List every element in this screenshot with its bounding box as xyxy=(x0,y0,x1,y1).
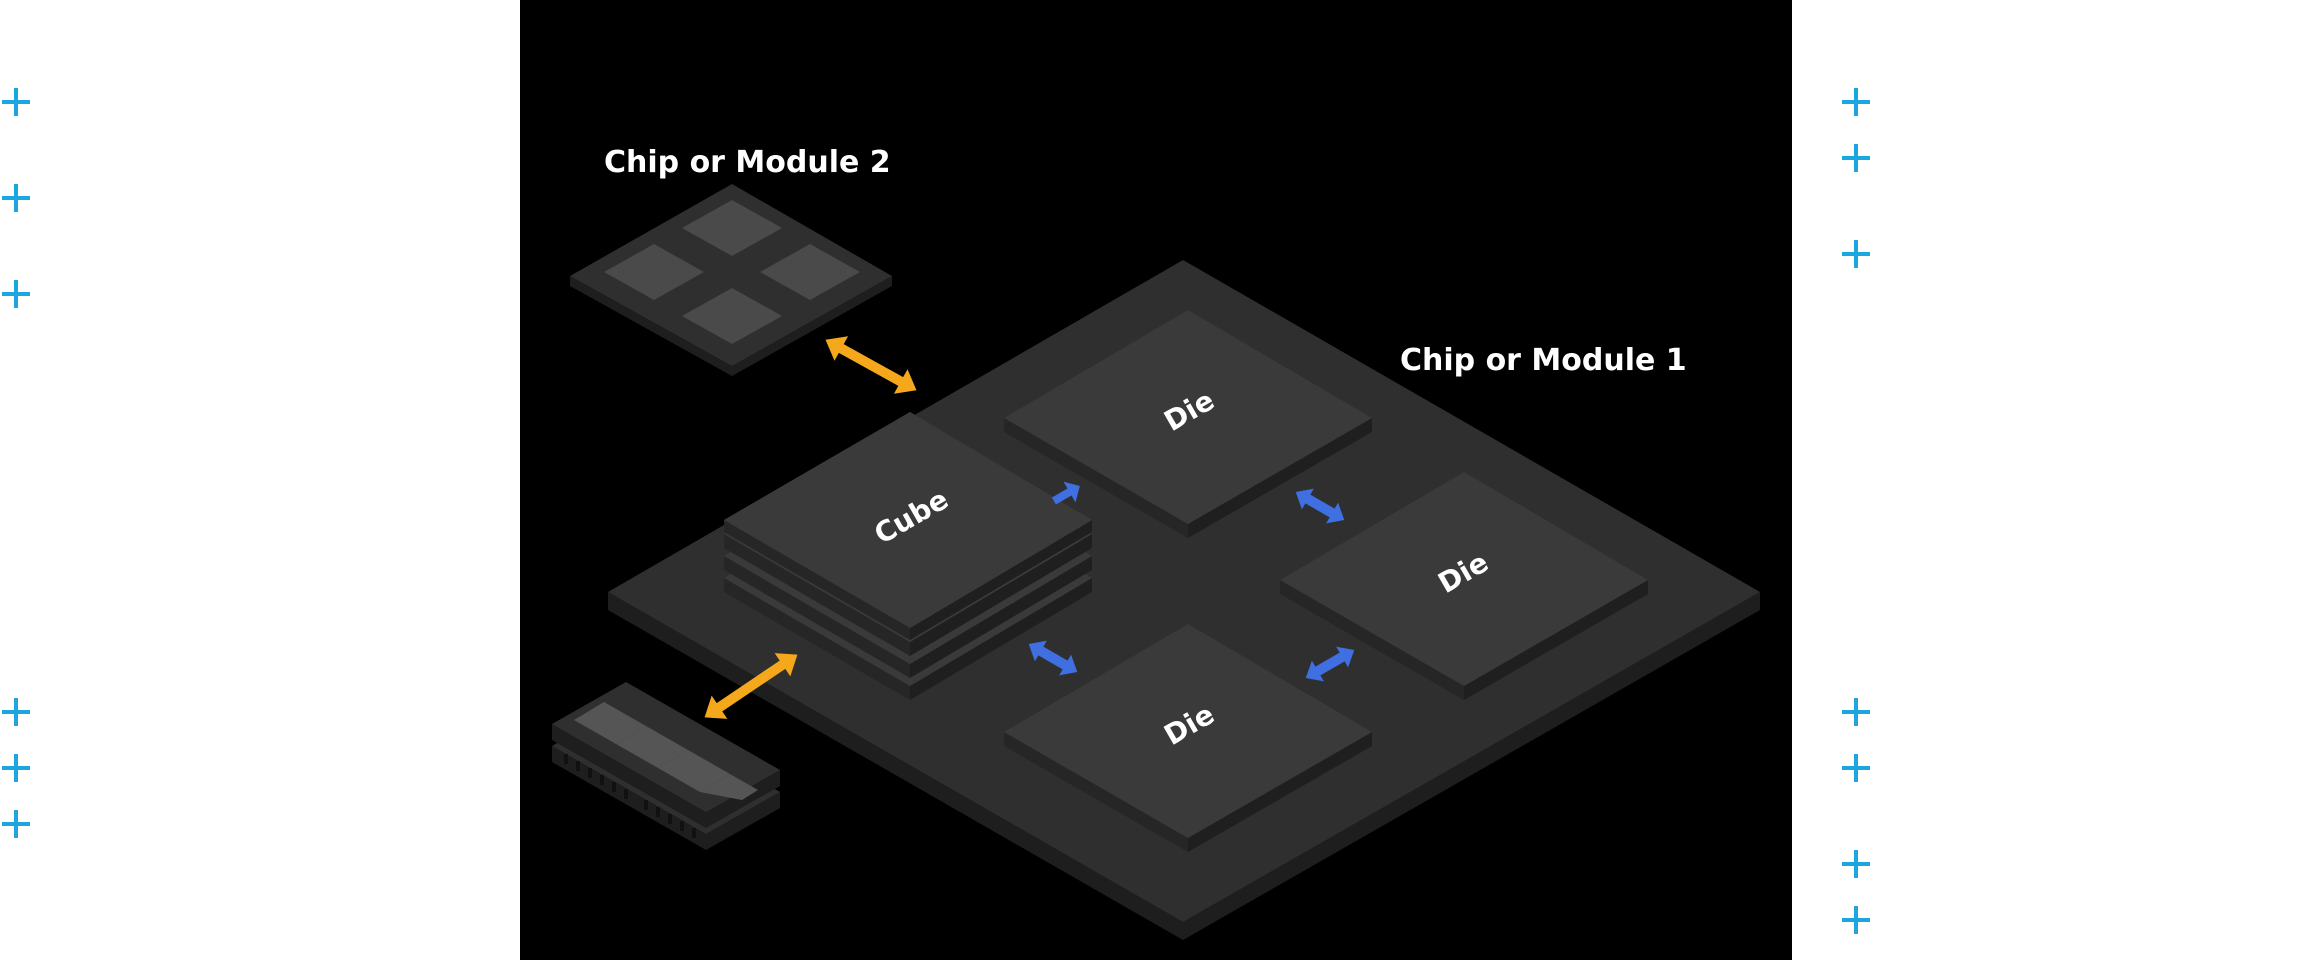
double-arrow-icon xyxy=(825,336,917,394)
internal-link-arrows xyxy=(1028,481,1355,682)
plus-icon xyxy=(1842,144,1870,172)
double-arrow-icon xyxy=(1305,646,1355,682)
plus-icon xyxy=(2,280,30,308)
chip-module-1-substrate xyxy=(608,260,1760,940)
cube-stack: Cube xyxy=(724,412,1092,700)
plus-icon xyxy=(2,754,30,782)
memory-module xyxy=(552,682,780,850)
plus-icon xyxy=(2,698,30,726)
left-plus-decorations xyxy=(2,88,30,838)
chip-module-1-label: Chip or Module 1 xyxy=(1400,343,1687,378)
memory-module-pins xyxy=(564,754,696,838)
die-bottom: Die xyxy=(1004,624,1372,852)
plus-icon xyxy=(1842,754,1870,782)
plus-icon xyxy=(1842,906,1870,934)
arrow-icon xyxy=(1051,481,1080,505)
double-arrow-icon xyxy=(1028,640,1078,676)
chip-module-2-package xyxy=(570,184,892,376)
plus-icon xyxy=(1842,850,1870,878)
external-link-arrows xyxy=(704,336,917,719)
double-arrow-icon xyxy=(704,653,798,719)
plus-icon xyxy=(2,810,30,838)
plus-icon xyxy=(2,88,30,116)
die-top: Die xyxy=(1004,310,1372,538)
plus-icon xyxy=(1842,698,1870,726)
plus-icon xyxy=(1842,240,1870,268)
plus-icon xyxy=(2,184,30,212)
double-arrow-icon xyxy=(1295,488,1345,524)
chip-module-2-label: Chip or Module 2 xyxy=(604,145,891,180)
right-plus-decorations xyxy=(1842,88,1870,934)
die-right: Die xyxy=(1280,472,1648,700)
plus-icon xyxy=(1842,88,1870,116)
